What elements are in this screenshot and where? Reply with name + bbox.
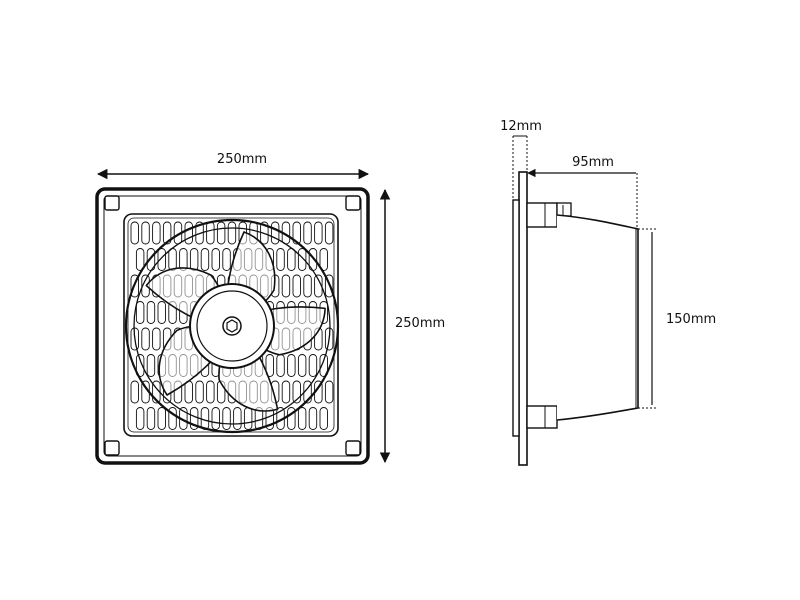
grille-slot (233, 407, 242, 430)
grille-slot (141, 327, 150, 351)
grille-slot (276, 354, 285, 377)
corner-tab-bottom-right (345, 440, 361, 456)
plate-thickness-label: 12mm (500, 119, 542, 134)
side-mounting-flange (512, 199, 520, 437)
grille-slot (206, 221, 215, 245)
grille-slot (146, 301, 156, 324)
grille-slot (319, 407, 328, 430)
grille-slot (222, 248, 231, 271)
grille-slot (324, 380, 334, 404)
grille-slot (227, 221, 237, 245)
grille-slot (243, 407, 253, 430)
grille-slot (152, 327, 161, 351)
corner-tab-bottom-left (104, 440, 120, 456)
grille-slot (130, 221, 139, 245)
grille-slot (297, 354, 307, 377)
grille-slot (287, 354, 296, 377)
grille-slot (222, 407, 231, 430)
side-front-plate (518, 171, 528, 466)
corner-tab-top-right (345, 195, 361, 211)
grille-slot (195, 380, 204, 404)
grille-slot (135, 301, 145, 324)
grille-slot (162, 221, 172, 245)
front-width-label: 250mm (217, 152, 267, 167)
grille-slot (157, 301, 166, 324)
grille-slot (211, 407, 220, 430)
corner-tab-top-left (104, 195, 120, 211)
depth-label: 95mm (572, 155, 614, 170)
grille-slot (157, 407, 166, 430)
grille-slot (130, 380, 139, 404)
front-view: 250mm 250mm (95, 152, 445, 465)
front-inner-frame (103, 195, 362, 457)
side-top-clip (526, 202, 558, 228)
side-view: 12mm 95mm 150mm (500, 119, 716, 466)
side-bottom-clip (526, 405, 558, 429)
grille-slot (319, 354, 328, 377)
grille-slot (308, 354, 318, 377)
grille-slot (319, 248, 328, 271)
grille-slot (135, 248, 145, 271)
grille-slot (200, 248, 210, 271)
grille-slot (297, 407, 307, 430)
grille-slot (308, 407, 318, 430)
fan-ring-inner (133, 227, 331, 425)
grille-slot (324, 221, 334, 245)
grille-slot (168, 248, 177, 271)
grille-slot (270, 221, 280, 245)
grille-slot (184, 380, 193, 404)
grille-slot (303, 274, 312, 298)
grille-slot (200, 407, 210, 430)
grille-slot (152, 221, 161, 245)
grille-slot (287, 248, 296, 271)
grille-slot (281, 274, 291, 298)
side-duct-body (556, 214, 639, 421)
grille-slot (211, 248, 220, 271)
grille-slot (292, 221, 301, 245)
fan-hub-nut (226, 319, 238, 333)
grille-slot (303, 221, 312, 245)
grille-slot (297, 248, 307, 271)
grille-slot (206, 380, 215, 404)
grille-slot (276, 248, 285, 271)
grille-slot (157, 248, 166, 271)
fan-hub-inner (196, 290, 268, 362)
grille-slot (135, 354, 145, 377)
grille-slot (135, 407, 145, 430)
grille-slot (184, 221, 193, 245)
grille-slot (141, 221, 150, 245)
grille-slot (216, 221, 226, 245)
grille-slot (281, 380, 291, 404)
side-top-latch (556, 202, 572, 217)
front-height-label: 250mm (395, 316, 445, 331)
fan-ring-outer (124, 218, 340, 434)
grille-slot (189, 248, 199, 271)
grille-slot (292, 274, 301, 298)
duct-diameter-label: 150mm (666, 312, 716, 327)
grille-slot (146, 354, 156, 377)
grille-slot (265, 354, 274, 377)
grille-slot (146, 407, 156, 430)
grille-slot (314, 221, 323, 245)
